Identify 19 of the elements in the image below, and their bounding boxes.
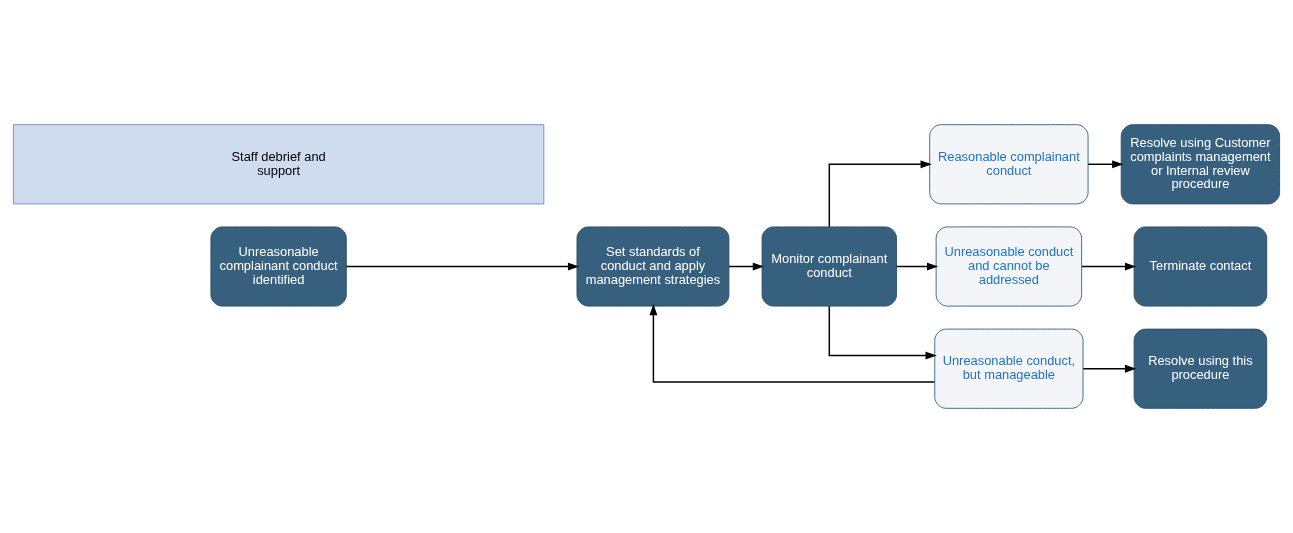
node-box: Terminate contact [1133,226,1268,307]
node-box: Set standards of conduct and apply management strategies [576,226,730,307]
arrow [728,262,765,271]
arrow [895,262,939,271]
node-box: Unreasonable conduct, but manageable [934,328,1084,409]
arrow [1082,364,1137,373]
node-box: Unreasonable conduct and cannot be addressed [935,226,1083,307]
node-box: Reasonable complainant conduct [929,124,1089,205]
arrow [649,304,936,383]
node-box: Unreasonable complainant conduct identified [210,226,347,307]
arrow [828,305,937,360]
arrow [345,262,580,271]
node-box: Resolve using this procedure [1133,328,1268,409]
node-box: Staff debrief and support [12,124,545,205]
arrow [1087,160,1124,169]
arrow [1081,262,1137,271]
node-box: Monitor complainant conduct [761,226,897,307]
arrow [828,160,932,228]
node-box: Resolve using Customer complaints management or Internal review procedure [1120,124,1281,205]
